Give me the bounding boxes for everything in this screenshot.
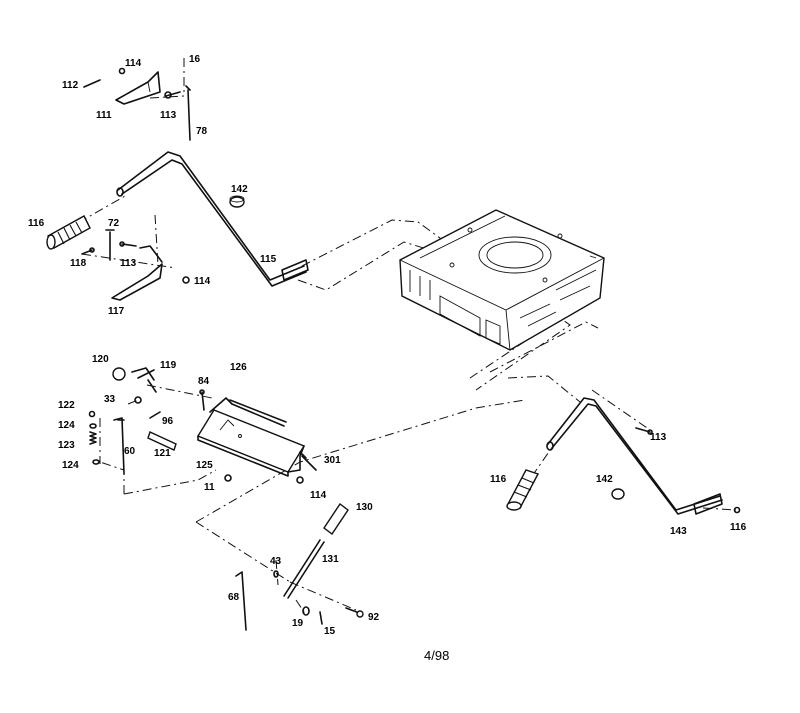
part-115-handle-left xyxy=(116,151,309,287)
transaxle-housing xyxy=(399,209,605,351)
callout-131: 131 xyxy=(322,554,339,565)
callout-78: 78 xyxy=(196,126,208,137)
part-122-washer xyxy=(88,410,96,418)
part-118-bolt xyxy=(81,247,95,255)
callout-113: 113 xyxy=(650,432,667,443)
callout-125: 125 xyxy=(196,460,213,471)
callout-126: 126 xyxy=(230,362,247,373)
part-19-washer xyxy=(302,606,310,616)
callout-119: 119 xyxy=(160,360,177,371)
callout-96: 96 xyxy=(162,416,174,427)
part-124-spacer-upper xyxy=(89,423,97,429)
callout-124: 124 xyxy=(62,460,79,471)
callout-84: 84 xyxy=(198,376,210,387)
part-116-bolt-right xyxy=(733,506,741,514)
part-43-clip xyxy=(273,570,279,578)
part-114-nut-mid xyxy=(182,276,190,284)
callout-115: 115 xyxy=(260,254,277,265)
callout-113: 113 xyxy=(160,110,177,121)
part-125-bracket-plate xyxy=(196,397,306,477)
callout-118: 118 xyxy=(70,258,87,269)
callout-33: 33 xyxy=(104,394,116,405)
part-33-nut xyxy=(134,396,142,404)
callout-labels: 112 114 16 111 113 78 142 116 72 118 113… xyxy=(28,54,747,637)
callout-121: 121 xyxy=(154,448,171,459)
part-124-spacer-lower xyxy=(92,459,100,465)
part-72-bolt xyxy=(105,229,115,261)
callout-116: 116 xyxy=(730,522,747,533)
part-111-bracket xyxy=(115,71,161,105)
part-112-pin xyxy=(83,79,101,88)
callout-92: 92 xyxy=(368,612,380,623)
callout-72: 72 xyxy=(108,218,120,229)
callout-130: 130 xyxy=(356,502,373,513)
callout-142: 142 xyxy=(231,184,248,195)
callout-114: 114 xyxy=(310,490,327,501)
part-116-grip-right xyxy=(506,469,540,511)
part-117-bracket xyxy=(111,245,163,301)
page-footer-date: 4/98 xyxy=(424,648,449,663)
part-143-handle-right xyxy=(546,397,723,515)
part-11-nut xyxy=(224,474,232,482)
callout-116: 116 xyxy=(28,218,45,229)
part-120-knob xyxy=(112,367,126,381)
part-84-bolt xyxy=(199,389,205,411)
callout-60: 60 xyxy=(124,446,136,457)
callout-117: 117 xyxy=(108,306,125,317)
callout-16: 16 xyxy=(189,54,201,65)
part-68-rod xyxy=(235,571,247,631)
part-114-nut-lower xyxy=(296,476,304,484)
part-130-knob xyxy=(323,502,349,536)
part-96-pin xyxy=(149,411,161,419)
part-142-plug-lower xyxy=(611,488,625,500)
callout-114: 114 xyxy=(125,58,142,69)
part-301-bolt xyxy=(299,451,317,471)
callout-122: 122 xyxy=(58,400,75,411)
callout-113: 113 xyxy=(120,258,137,269)
part-78-rod xyxy=(185,85,191,141)
callout-114: 114 xyxy=(194,276,211,287)
part-123-spring xyxy=(89,431,97,445)
part-142-plug-upper xyxy=(229,195,245,208)
callout-43: 43 xyxy=(270,556,282,567)
callout-19: 19 xyxy=(292,618,304,629)
callout-111: 111 xyxy=(96,110,112,121)
callout-11: 11 xyxy=(204,482,215,493)
callout-143: 143 xyxy=(670,526,687,537)
callout-112: 112 xyxy=(62,80,79,91)
callout-116: 116 xyxy=(490,474,507,485)
assembly-lines xyxy=(61,58,737,616)
callout-142: 142 xyxy=(596,474,613,485)
part-116-grip-left xyxy=(46,215,91,250)
callout-124: 124 xyxy=(58,420,75,431)
part-113-bolt-right xyxy=(635,427,653,435)
part-126-shield xyxy=(229,399,287,427)
part-113-bolt-upper xyxy=(164,91,181,99)
callout-120: 120 xyxy=(92,354,109,365)
callout-15: 15 xyxy=(324,626,336,637)
callout-301: 301 xyxy=(324,455,341,466)
part-121-bushing xyxy=(147,431,177,451)
part-131-rod xyxy=(283,539,325,599)
part-113-bolt-mid xyxy=(119,241,137,247)
part-15-pin xyxy=(319,611,323,625)
part-60-rod xyxy=(113,417,125,475)
callout-123: 123 xyxy=(58,440,75,451)
part-92-bolt xyxy=(345,607,364,618)
part-119-lever xyxy=(131,367,157,393)
part-114-nut-upper xyxy=(118,67,126,75)
callout-68: 68 xyxy=(228,592,240,603)
